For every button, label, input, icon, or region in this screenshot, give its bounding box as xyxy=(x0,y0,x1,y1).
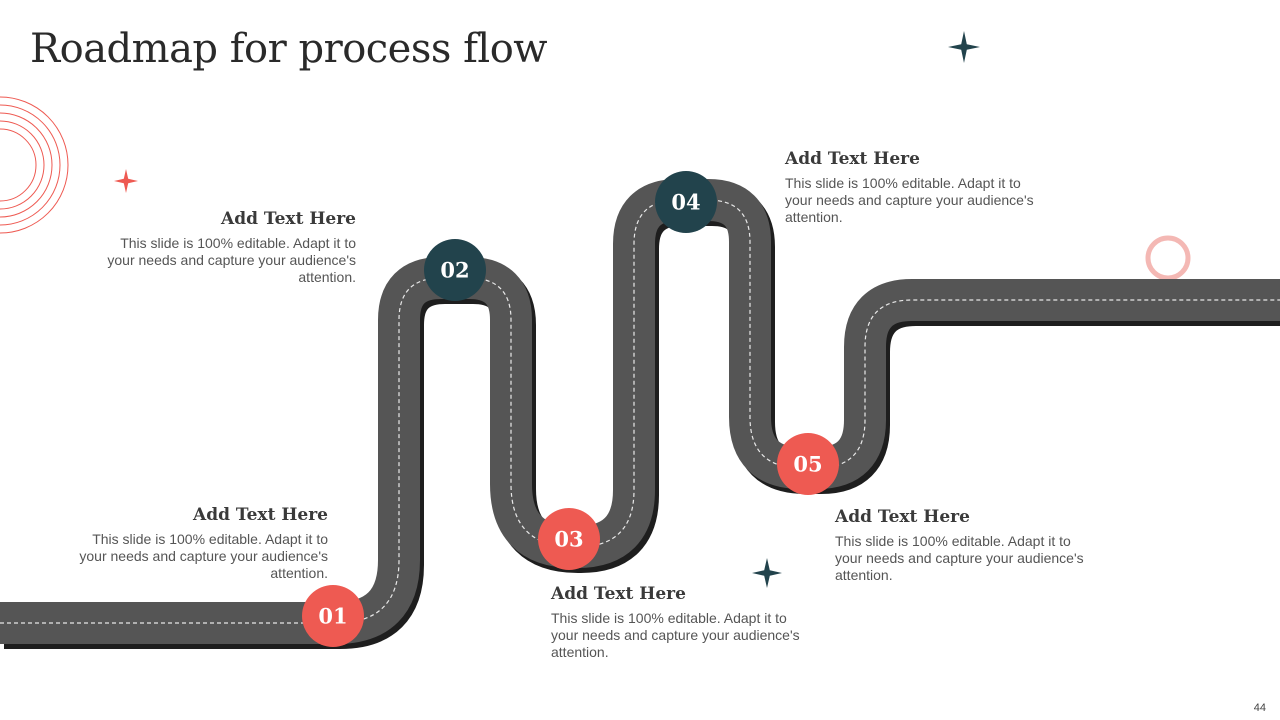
text-block-heading: Add Text Here xyxy=(785,149,920,169)
text-block-body: This slide is 100% editable. Adapt it to… xyxy=(107,235,356,285)
road-center-line xyxy=(0,199,1280,624)
text-block-body: This slide is 100% editable. Adapt it to… xyxy=(551,610,800,660)
text-block-05: Add Text Here This slide is 100% editabl… xyxy=(835,507,1085,584)
milestone-marker-02: 02 xyxy=(424,239,486,301)
milestone-number: 01 xyxy=(318,604,347,629)
page-number: 44 xyxy=(1253,702,1266,714)
sparkle-icon xyxy=(752,558,782,588)
text-block-01: Add Text Here This slide is 100% editabl… xyxy=(78,505,328,582)
ring-decoration xyxy=(1145,235,1191,281)
slide-title: Roadmap for process flow xyxy=(30,26,548,72)
milestone-marker-01: 01 xyxy=(302,585,364,647)
sparkle-icon xyxy=(114,169,138,193)
text-block-heading: Add Text Here xyxy=(551,584,686,604)
text-block-body: This slide is 100% editable. Adapt it to… xyxy=(79,531,328,581)
milestone-marker-03: 03 xyxy=(538,508,600,570)
text-block-heading: Add Text Here xyxy=(835,507,970,527)
text-block-heading: Add Text Here xyxy=(193,505,328,525)
text-block-03: Add Text Here This slide is 100% editabl… xyxy=(551,584,801,661)
text-block-02: Add Text Here This slide is 100% editabl… xyxy=(106,209,356,286)
sparkle-icon xyxy=(948,31,980,63)
milestone-number: 02 xyxy=(440,258,469,283)
milestone-marker-04: 04 xyxy=(655,171,717,233)
concentric-arcs-decoration xyxy=(0,96,69,234)
milestone-number: 03 xyxy=(554,527,583,552)
milestone-number: 04 xyxy=(671,190,700,215)
milestone-marker-05: 05 xyxy=(777,433,839,495)
text-block-body: This slide is 100% editable. Adapt it to… xyxy=(785,175,1034,225)
milestone-number: 05 xyxy=(793,452,822,477)
text-block-body: This slide is 100% editable. Adapt it to… xyxy=(835,533,1084,583)
text-block-heading: Add Text Here xyxy=(221,209,356,229)
text-block-04: Add Text Here This slide is 100% editabl… xyxy=(785,149,1035,226)
